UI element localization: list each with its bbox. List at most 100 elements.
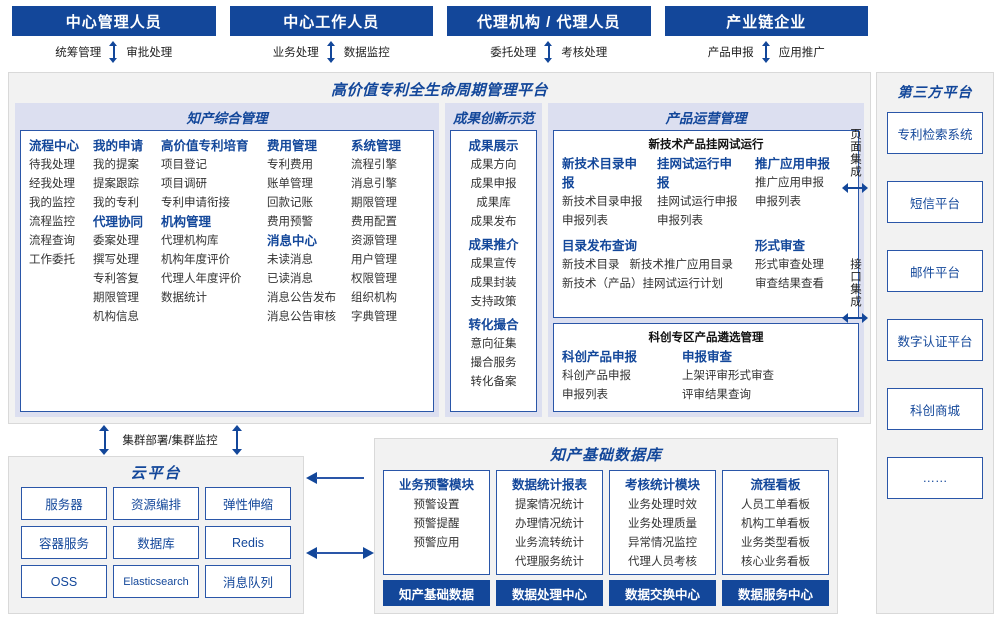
menu-item[interactable]: 期限管理 <box>351 197 397 209</box>
menu-item[interactable]: 成果封装 <box>470 277 517 289</box>
menu-item[interactable]: 撰写处理 <box>93 254 139 266</box>
database-foot[interactable]: 数据服务中心 <box>722 580 829 606</box>
cloud-cell[interactable]: 弹性伸缩 <box>205 487 291 520</box>
group-head[interactable]: 申报审查 <box>682 350 733 364</box>
card-item[interactable]: 代理人员考核 <box>628 556 697 568</box>
menu-item[interactable]: 回款记账 <box>267 197 313 209</box>
menu-item[interactable]: 成果发布 <box>470 216 517 228</box>
menu-item[interactable]: 已读消息 <box>267 273 313 285</box>
card-item[interactable]: 预警应用 <box>413 537 460 549</box>
cloud-cell[interactable]: 服务器 <box>21 487 107 520</box>
group-head[interactable]: 转化撮合 <box>468 318 519 332</box>
menu-item[interactable]: 我的监控 <box>29 197 75 209</box>
menu-item[interactable]: 申报列表 <box>562 389 608 401</box>
third-party-item[interactable]: 邮件平台 <box>887 250 983 292</box>
card-item[interactable]: 提案情况统计 <box>515 499 584 511</box>
card-item[interactable]: 业务流转统计 <box>515 537 584 549</box>
card-item[interactable]: 业务处理时效 <box>628 499 697 511</box>
third-party-item[interactable]: 数字认证平台 <box>887 319 983 361</box>
group-head[interactable]: 流程中心 <box>29 139 80 153</box>
group-head[interactable]: 目录发布查询 <box>562 239 638 253</box>
menu-item[interactable]: 流程查询 <box>29 235 75 247</box>
menu-item[interactable]: 新技术目录 <box>562 259 620 271</box>
cloud-cell[interactable]: 消息队列 <box>205 565 291 598</box>
third-party-item-more[interactable]: …… <box>887 457 983 499</box>
menu-item[interactable]: 用户管理 <box>351 254 397 266</box>
card-item[interactable]: 异常情况监控 <box>628 537 697 549</box>
menu-item[interactable]: 消息公告审核 <box>267 311 336 323</box>
menu-item[interactable]: 费用配置 <box>351 216 397 228</box>
menu-item[interactable]: 工作委托 <box>29 254 75 266</box>
menu-item[interactable]: 经我处理 <box>29 178 75 190</box>
menu-item[interactable]: 费用预警 <box>267 216 313 228</box>
card-item[interactable]: 预警提醒 <box>413 518 460 530</box>
group-head[interactable]: 成果展示 <box>468 139 519 153</box>
card-item[interactable]: 机构工单看板 <box>741 518 810 530</box>
group-head[interactable]: 机构管理 <box>161 215 212 229</box>
menu-item[interactable]: 未读消息 <box>267 254 313 266</box>
menu-item[interactable]: 形式审查处理 <box>755 259 824 271</box>
menu-item[interactable]: 申报列表 <box>562 215 608 227</box>
menu-item[interactable]: 代理机构库 <box>161 235 219 247</box>
menu-item[interactable]: 专利费用 <box>267 159 313 171</box>
card-item[interactable]: 业务类型看板 <box>741 537 810 549</box>
database-foot[interactable]: 知产基础数据 <box>383 580 490 606</box>
menu-item[interactable]: 机构信息 <box>93 311 139 323</box>
database-foot[interactable]: 数据交换中心 <box>609 580 716 606</box>
menu-item[interactable]: 提案跟踪 <box>93 178 139 190</box>
group-head[interactable]: 我的申请 <box>93 139 144 153</box>
menu-item[interactable]: 权限管理 <box>351 273 397 285</box>
menu-item[interactable]: 待我处理 <box>29 159 75 171</box>
menu-item[interactable]: 意向征集 <box>470 338 517 350</box>
menu-item[interactable]: 消息公告发布 <box>267 292 336 304</box>
group-head[interactable]: 科创产品申报 <box>562 350 638 364</box>
card-item[interactable]: 人员工单看板 <box>741 499 810 511</box>
menu-item[interactable]: 成果宣传 <box>470 258 517 270</box>
menu-item[interactable]: 专利申请衔接 <box>161 197 230 209</box>
card-item[interactable]: 核心业务看板 <box>741 556 810 568</box>
menu-item[interactable]: 专利答复 <box>93 273 139 285</box>
menu-item[interactable]: 新技术推广应用目录 <box>629 259 734 271</box>
menu-item[interactable]: 我的提案 <box>93 159 139 171</box>
group-head[interactable]: 形式审查 <box>755 239 806 253</box>
cloud-cell[interactable]: OSS <box>21 565 107 598</box>
third-party-item[interactable]: 科创商城 <box>887 388 983 430</box>
menu-item[interactable]: 期限管理 <box>93 292 139 304</box>
group-head[interactable]: 高价值专利培育 <box>161 139 249 153</box>
menu-item[interactable]: 挂网试运行申报 <box>657 196 738 208</box>
menu-item[interactable]: 科创产品申报 <box>562 370 631 382</box>
menu-item[interactable]: 委案处理 <box>93 235 139 247</box>
menu-item[interactable]: 申报列表 <box>657 215 703 227</box>
card-item[interactable]: 代理服务统计 <box>515 556 584 568</box>
cloud-cell[interactable]: 数据库 <box>113 526 199 559</box>
menu-item[interactable]: 组织机构 <box>351 292 397 304</box>
group-head[interactable]: 挂网试运行申报 <box>657 157 733 190</box>
third-party-item[interactable]: 短信平台 <box>887 181 983 223</box>
menu-item[interactable]: 申报列表 <box>755 196 801 208</box>
card-item[interactable]: 预警设置 <box>413 499 460 511</box>
group-head[interactable]: 费用管理 <box>267 139 318 153</box>
menu-item[interactable]: 审查结果查看 <box>755 278 824 290</box>
menu-item[interactable]: 流程引擎 <box>351 159 397 171</box>
menu-item[interactable]: 账单管理 <box>267 178 313 190</box>
menu-item[interactable]: 字典管理 <box>351 311 397 323</box>
menu-item[interactable]: 成果方向 <box>470 159 517 171</box>
menu-item[interactable]: 成果库 <box>476 197 511 209</box>
menu-item[interactable]: 资源管理 <box>351 235 397 247</box>
card-item[interactable]: 业务处理质量 <box>628 518 697 530</box>
cloud-cell[interactable]: Elasticsearch <box>113 565 199 598</box>
group-head[interactable]: 推广应用申报 <box>755 157 831 171</box>
group-head[interactable]: 新技术目录申报 <box>562 157 638 190</box>
group-head[interactable]: 系统管理 <box>351 139 402 153</box>
menu-item[interactable]: 项目登记 <box>161 159 207 171</box>
menu-item[interactable]: 支持政策 <box>470 296 517 308</box>
cloud-cell[interactable]: 容器服务 <box>21 526 107 559</box>
menu-item[interactable]: 机构年度评价 <box>161 254 230 266</box>
menu-item[interactable]: 我的专利 <box>93 197 139 209</box>
menu-item[interactable]: 代理人年度评价 <box>161 273 242 285</box>
menu-item[interactable]: 消息引擎 <box>351 178 397 190</box>
menu-item[interactable]: 成果申报 <box>470 178 517 190</box>
menu-item[interactable]: 新技术目录申报 <box>562 196 643 208</box>
menu-item[interactable]: 数据统计 <box>161 292 207 304</box>
group-head[interactable]: 消息中心 <box>267 234 318 248</box>
